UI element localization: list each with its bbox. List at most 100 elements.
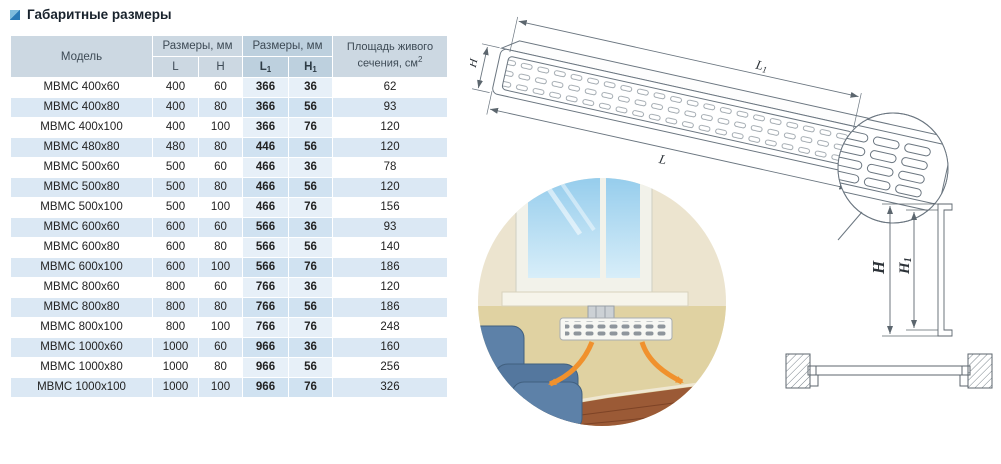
- dimensions-table: Модель Размеры, мм Размеры, мм Площадь ж…: [10, 35, 448, 398]
- cell-H1: 76: [288, 197, 333, 218]
- channel-profile: [937, 203, 953, 337]
- cell-model: МВМС 400x60: [10, 77, 153, 98]
- cell-H1: 56: [288, 97, 333, 118]
- cell-L: 1000: [152, 337, 199, 358]
- cell-L: 600: [152, 257, 199, 278]
- cell-L1: 366: [242, 97, 289, 118]
- cell-L: 500: [152, 157, 199, 178]
- cell-H: 80: [198, 357, 243, 378]
- cell-area: 186: [332, 257, 448, 278]
- cell-L: 480: [152, 137, 199, 158]
- cell-L1: 366: [242, 77, 289, 98]
- cell-H1: 36: [288, 77, 333, 98]
- table-row: МВМС 400x60 400 60 366 36 62: [10, 77, 448, 98]
- cell-L1: 466: [242, 157, 289, 178]
- cell-area: 256: [332, 357, 448, 378]
- table-row: МВМС 800x80 800 80 766 56 186: [10, 297, 448, 318]
- dim-label-L: L: [657, 151, 668, 167]
- cell-L1: 766: [242, 297, 289, 318]
- table-row: МВМС 800x100 800 100 766 76 248: [10, 317, 448, 338]
- cell-area: 156: [332, 197, 448, 218]
- cell-L: 800: [152, 277, 199, 298]
- cell-model: МВМС 400x100: [10, 117, 153, 138]
- installation-illustration: [478, 178, 726, 426]
- profile-drawing: H H1: [869, 203, 953, 337]
- cell-model: МВМС 480x80: [10, 137, 153, 158]
- dim-label-H: H: [470, 56, 481, 70]
- isometric-grille-drawing: L1 L H: [470, 16, 949, 241]
- cell-H: 100: [198, 117, 243, 138]
- detail-slots: [838, 113, 948, 213]
- section-bullet-icon: [10, 9, 20, 20]
- table-row: МВМС 500x80 500 80 466 56 120: [10, 177, 448, 198]
- airflow-arrow-left: [548, 341, 595, 387]
- cell-H: 80: [198, 237, 243, 258]
- table-row: МВМС 600x100 600 100 566 76 186: [10, 257, 448, 278]
- cell-H: 60: [198, 157, 243, 178]
- cell-L1: 966: [242, 337, 289, 358]
- left-end-section: [785, 353, 811, 389]
- cell-H: 60: [198, 217, 243, 238]
- cell-area: 62: [332, 77, 448, 98]
- cell-H: 60: [198, 277, 243, 298]
- cell-L1: 766: [242, 277, 289, 298]
- cell-L: 800: [152, 317, 199, 338]
- cell-H: 80: [198, 137, 243, 158]
- cross-section-drawing: [785, 353, 993, 389]
- table-row: МВМС 400x80 400 80 366 56 93: [10, 97, 448, 118]
- cell-H: 100: [198, 317, 243, 338]
- cell-H: 80: [198, 297, 243, 318]
- cell-L: 500: [152, 177, 199, 198]
- cell-area: 160: [332, 337, 448, 358]
- table-row: МВМС 500x60 500 60 466 36 78: [10, 157, 448, 178]
- cell-model: МВМС 600x100: [10, 257, 153, 278]
- detail-leader-line: [837, 211, 863, 241]
- cell-H1: 36: [288, 277, 333, 298]
- table-row: МВМС 1000x100 1000 100 966 76 326: [10, 377, 448, 398]
- cell-area: 93: [332, 217, 448, 238]
- cell-H1: 56: [288, 137, 333, 158]
- table-row: МВМС 1000x60 1000 60 966 36 160: [10, 337, 448, 358]
- cell-area: 93: [332, 97, 448, 118]
- cell-L1: 566: [242, 217, 289, 238]
- cell-L: 800: [152, 297, 199, 318]
- table-body: МВМС 400x60 400 60 366 36 62 МВМС 400x80…: [10, 77, 448, 398]
- cell-H: 80: [198, 97, 243, 118]
- cell-L: 400: [152, 77, 199, 98]
- cell-H1: 76: [288, 257, 333, 278]
- area-header-line2: сечения, см: [357, 57, 418, 70]
- area-header-sup: 2: [418, 55, 423, 65]
- cell-H: 60: [198, 77, 243, 98]
- window-sill: [501, 291, 689, 307]
- cell-model: МВМС 500x60: [10, 157, 153, 178]
- table-row: МВМС 480x80 480 80 446 56 120: [10, 137, 448, 158]
- cell-model: МВМС 800x60: [10, 277, 153, 298]
- cell-L: 1000: [152, 377, 199, 398]
- table-row: МВМС 1000x80 1000 80 966 56 256: [10, 357, 448, 378]
- cell-H1: 36: [288, 157, 333, 178]
- cell-L1: 566: [242, 257, 289, 278]
- cell-area: 326: [332, 377, 448, 398]
- table-row: МВМС 600x60 600 60 566 36 93: [10, 217, 448, 238]
- col-header-H1: H1: [288, 56, 333, 78]
- cell-H: 80: [198, 177, 243, 198]
- table-row: МВМС 800x60 800 60 766 36 120: [10, 277, 448, 298]
- cell-H: 100: [198, 377, 243, 398]
- table-row: МВМС 500x100 500 100 466 76 156: [10, 197, 448, 218]
- cell-area: 120: [332, 277, 448, 298]
- cell-area: 78: [332, 157, 448, 178]
- cell-L1: 966: [242, 357, 289, 378]
- airflow-arrow-right: [639, 341, 684, 385]
- cell-L: 1000: [152, 357, 199, 378]
- cell-H1: 56: [288, 177, 333, 198]
- cell-H1: 36: [288, 217, 333, 238]
- cell-H1: 56: [288, 237, 333, 258]
- cell-H1: 76: [288, 117, 333, 138]
- cell-L: 400: [152, 117, 199, 138]
- col-group-dimensions-lh: Размеры, мм: [152, 35, 243, 57]
- grille-front: [559, 317, 673, 341]
- section-title-row: Габаритные размеры: [10, 7, 172, 22]
- page-title: Габаритные размеры: [27, 7, 172, 22]
- cell-H: 60: [198, 337, 243, 358]
